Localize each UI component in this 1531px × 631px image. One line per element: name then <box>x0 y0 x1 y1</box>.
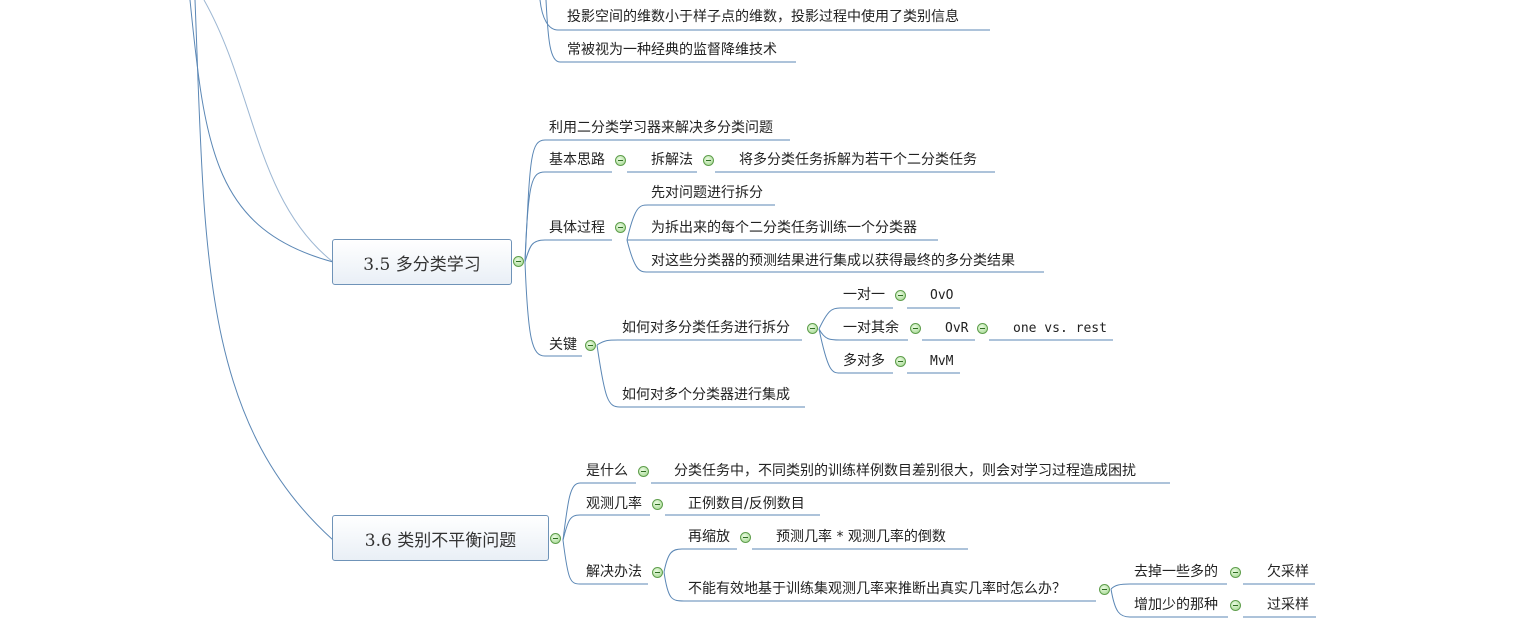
node-remove-majority[interactable]: 去掉一些多的 <box>1134 564 1218 580</box>
collapse-toggle-icon[interactable] <box>910 323 921 334</box>
collapse-toggle-icon[interactable] <box>652 499 663 510</box>
collapse-toggle-icon[interactable] <box>1230 567 1241 578</box>
topic-multiclass-learning[interactable]: 3.5 多分类学习 <box>332 239 512 285</box>
node-undersampling[interactable]: 欠采样 <box>1267 564 1309 580</box>
node-basic-idea[interactable]: 基本思路 <box>549 152 605 168</box>
node-rescaling-desc[interactable]: 预测几率 * 观测几率的倒数 <box>776 529 946 545</box>
node-what-is-desc[interactable]: 分类任务中，不同类别的训练样例数目差别很大，则会对学习过程造成困扰 <box>674 463 1136 479</box>
collapse-toggle-icon[interactable] <box>740 532 751 543</box>
topic-imbalance-label: 3.6 类别不平衡问题 <box>364 530 517 551</box>
node-supervised-reduction[interactable]: 常被视为一种经典的监督降维技术 <box>567 42 777 58</box>
node-projection-dimension[interactable]: 投影空间的维数小于样子点的维数，投影过程中使用了类别信息 <box>567 9 959 25</box>
node-how-ensemble[interactable]: 如何对多个分类器进行集成 <box>622 387 790 403</box>
topic-multiclass-label: 3.5 多分类学习 <box>363 254 481 275</box>
collapse-toggle-icon[interactable] <box>895 290 906 301</box>
collapse-toggle-icon[interactable] <box>585 340 596 351</box>
node-mvm[interactable]: 多对多 <box>843 353 885 369</box>
node-ovo-abbr[interactable]: OvO <box>930 288 954 303</box>
node-ovr[interactable]: 一对其余 <box>843 320 899 336</box>
collapse-toggle-icon[interactable] <box>895 356 906 367</box>
collapse-toggle-icon[interactable] <box>1099 584 1110 595</box>
node-oversampling[interactable]: 过采样 <box>1267 597 1309 613</box>
node-decomposition[interactable]: 拆解法 <box>651 152 693 168</box>
node-decomposition-desc[interactable]: 将多分类任务拆解为若干个二分类任务 <box>739 152 977 168</box>
topic-class-imbalance[interactable]: 3.6 类别不平衡问题 <box>332 515 549 561</box>
collapse-toggle-icon[interactable] <box>703 155 714 166</box>
node-ovr-desc[interactable]: one vs. rest <box>1013 321 1107 336</box>
collapse-toggle-icon[interactable] <box>615 155 626 166</box>
node-add-minority[interactable]: 增加少的那种 <box>1134 597 1218 613</box>
node-ovo[interactable]: 一对一 <box>843 287 885 303</box>
node-cannot-infer[interactable]: 不能有效地基于训练集观测几率来推断出真实几率时怎么办？ <box>688 581 1066 597</box>
node-binary-learner[interactable]: 利用二分类学习器来解决多分类问题 <box>549 120 773 136</box>
collapse-toggle-icon[interactable] <box>807 323 818 334</box>
collapse-toggle-icon[interactable] <box>638 466 649 477</box>
node-rescaling[interactable]: 再缩放 <box>688 529 730 545</box>
node-solution[interactable]: 解决办法 <box>586 564 642 580</box>
node-process-step2[interactable]: 为拆出来的每个二分类任务训练一个分类器 <box>651 220 917 236</box>
collapse-toggle-icon[interactable] <box>550 533 561 544</box>
node-what-is[interactable]: 是什么 <box>586 463 628 479</box>
collapse-toggle-icon[interactable] <box>652 567 663 578</box>
collapse-toggle-icon[interactable] <box>615 222 626 233</box>
collapse-toggle-icon[interactable] <box>513 256 524 267</box>
node-observed-odds-desc[interactable]: 正例数目/反例数目 <box>688 496 805 512</box>
collapse-toggle-icon[interactable] <box>977 323 988 334</box>
node-observed-odds[interactable]: 观测几率 <box>586 496 642 512</box>
node-how-split[interactable]: 如何对多分类任务进行拆分 <box>622 320 790 336</box>
node-process-step1[interactable]: 先对问题进行拆分 <box>651 185 763 201</box>
collapse-toggle-icon[interactable] <box>1230 600 1241 611</box>
node-process-step3[interactable]: 对这些分类器的预测结果进行集成以获得最终的多分类结果 <box>651 253 1015 269</box>
node-key[interactable]: 关键 <box>549 337 577 353</box>
node-mvm-abbr[interactable]: MvM <box>930 354 954 369</box>
node-ovr-abbr[interactable]: OvR <box>945 321 969 336</box>
node-process[interactable]: 具体过程 <box>549 220 605 236</box>
